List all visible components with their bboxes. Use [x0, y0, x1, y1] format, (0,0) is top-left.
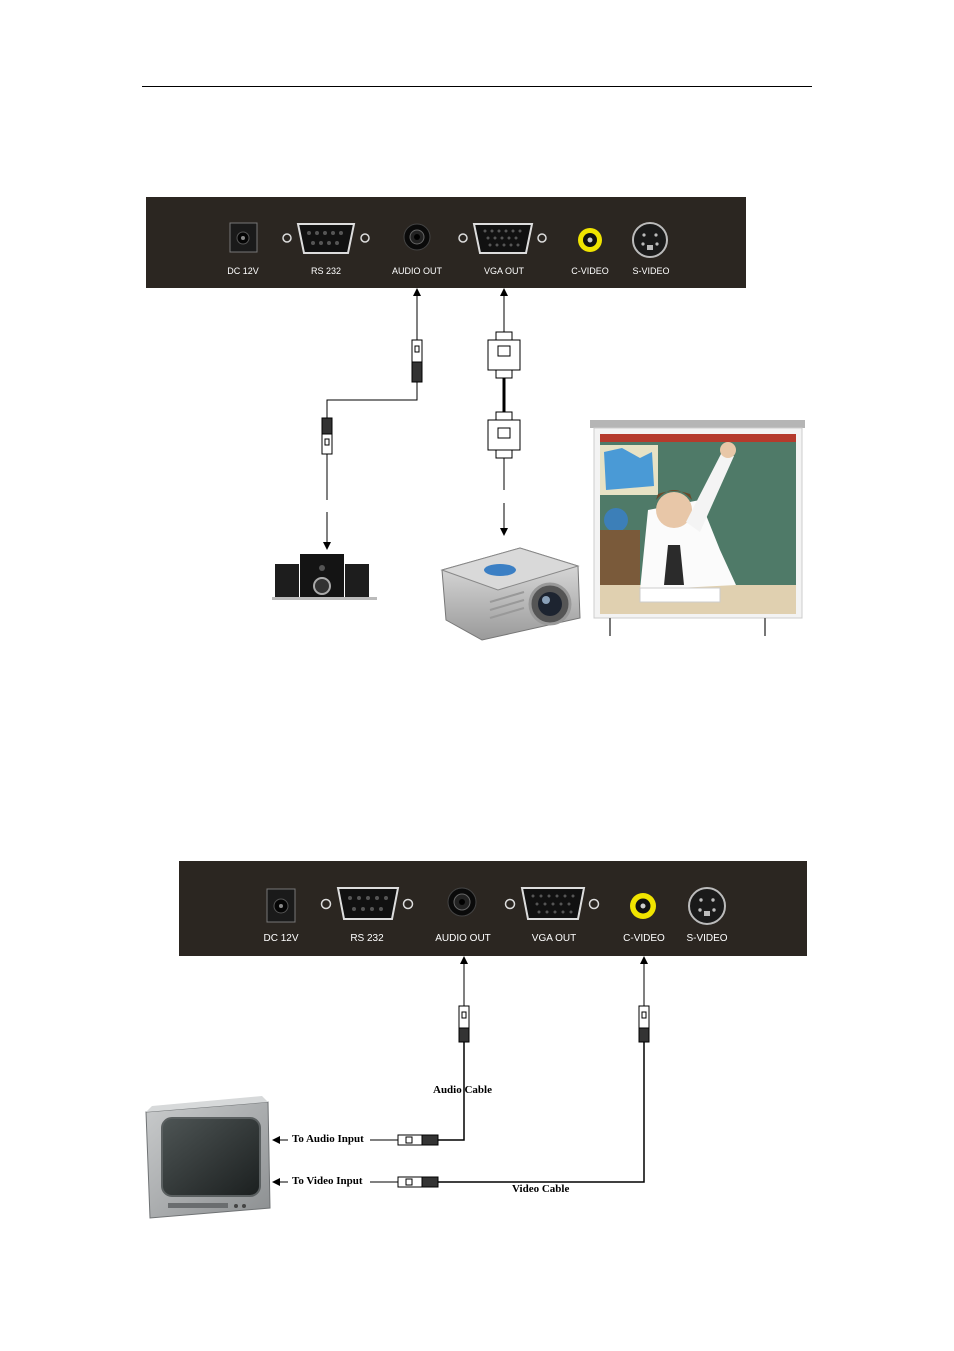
panel2-label-svideo: S-VIDEO — [686, 933, 728, 944]
television-icon — [145, 1096, 271, 1219]
dc-jack-icon — [266, 888, 296, 923]
panel2-label-dc: DC 12V — [263, 933, 299, 944]
panel1-label-vga: VGA OUT — [483, 266, 525, 276]
vga-port-icon — [504, 887, 600, 920]
to-video-input-label: To Video Input — [292, 1175, 363, 1187]
rs232-port-icon — [320, 887, 414, 920]
video-cable-label: Video Cable — [512, 1183, 570, 1195]
panel2-connectors — [266, 887, 726, 925]
svideo-jack-icon — [688, 887, 726, 925]
audio-out-jack-icon — [447, 887, 477, 917]
panel1-label-cvideo: C-VIDEO — [571, 266, 609, 276]
panel1-connectors — [229, 222, 668, 258]
panel1-label-rs232: RS 232 — [310, 266, 342, 276]
audio-out-jack-icon — [403, 223, 431, 251]
projector-icon — [440, 547, 581, 641]
diagram2-audio-cable — [272, 956, 470, 1146]
panel1-label-audio: AUDIO OUT — [391, 266, 443, 276]
diagram1-audio-cable — [321, 288, 423, 550]
panel1-label-svideo: S-VIDEO — [632, 266, 670, 276]
dc-jack-icon — [229, 222, 258, 253]
panel1-label-dc: DC 12V — [227, 266, 259, 276]
cvideo-jack-icon — [630, 893, 656, 919]
header-rule — [142, 86, 812, 87]
diagram2-video-cable — [272, 956, 650, 1188]
panel2-label-vga: VGA OUT — [531, 933, 577, 944]
panel2-label-rs232: RS 232 — [350, 933, 384, 944]
vga-port-icon — [458, 223, 547, 254]
diagram1-vga-cable — [487, 288, 521, 536]
panel2-label-audio: AUDIO OUT — [435, 933, 491, 944]
rs232-port-icon — [282, 223, 370, 254]
projection-screen-image — [590, 420, 805, 636]
panel2-label-cvideo: C-VIDEO — [623, 933, 665, 944]
svideo-jack-icon — [632, 222, 668, 258]
to-audio-input-label: To Audio Input — [292, 1133, 364, 1145]
cvideo-jack-icon — [578, 228, 602, 252]
speaker-system-icon — [272, 554, 377, 600]
audio-cable-label: Audio Cable — [433, 1084, 492, 1096]
